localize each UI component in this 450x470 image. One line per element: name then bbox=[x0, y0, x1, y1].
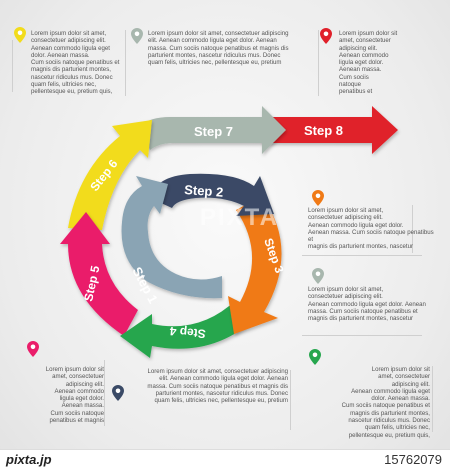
map-pin-icon bbox=[112, 385, 124, 401]
note-line: parturient montes, nascetur ridiculus mu… bbox=[155, 389, 288, 397]
note-text-block: Lorem ipsum dolor sit amet, consectetuer… bbox=[318, 366, 430, 439]
note-line: consectetuer adipiscing elit. bbox=[31, 37, 106, 45]
note-divider bbox=[12, 40, 13, 92]
map-pin-icon bbox=[27, 341, 39, 357]
note-line: pellentesque eu, pretium quis, bbox=[31, 88, 113, 96]
footer-bar: pixta.jp 15762079 bbox=[0, 449, 450, 470]
note-line: dolor. Aenean massa. bbox=[371, 395, 430, 403]
note-divider bbox=[290, 370, 291, 430]
note-text-block: Lorem ipsum dolor sit amet, consectetuer… bbox=[308, 286, 436, 322]
note-divider bbox=[104, 360, 105, 426]
note-line: quam felis, ultricies nec, bbox=[364, 424, 430, 432]
note-line: elit. Aenean commodo ligula eget dolor. … bbox=[148, 37, 277, 45]
map-pin-icon bbox=[312, 190, 324, 206]
note-text-block: Lorem ipsum dolor sit amet, consectetuer… bbox=[31, 30, 129, 96]
note-line: Cum sociis natoque penatibus et bbox=[31, 59, 120, 67]
note-line: Aenean commodo bbox=[54, 387, 104, 395]
step-5-arrow bbox=[60, 212, 138, 336]
note-divider bbox=[318, 30, 319, 96]
step-8-arrow bbox=[262, 106, 398, 154]
image-id: 15762079 bbox=[384, 452, 442, 467]
step-8-label: Step 8 bbox=[304, 123, 343, 138]
brand-logo: pixta.jp bbox=[6, 452, 52, 467]
note-line: massa. Cum sociis natoque penatibus et m… bbox=[148, 44, 289, 52]
note-text-block: Lorem ipsum dolor sit amet, consectetuer… bbox=[34, 366, 104, 424]
note-line: amet, consectetuer bbox=[339, 37, 391, 45]
note-line: adipiscing elit. bbox=[339, 44, 378, 52]
note-line: consectetuer adipiscing elit. bbox=[308, 214, 383, 222]
note-line: Lorem ipsum dolor sit amet, bbox=[308, 286, 384, 293]
note-line: Aenean commodo ligula eget dolor. bbox=[308, 221, 404, 229]
map-pin-icon bbox=[320, 28, 332, 44]
note-line: quam felis, ultricies nec, bbox=[31, 81, 97, 89]
note-line: penatibus et bbox=[339, 88, 373, 96]
step-2-label: Step 2 bbox=[184, 182, 224, 200]
step-7-arrow bbox=[140, 106, 286, 154]
note-line: Lorem ipsum dolor sit amet, consectetuer… bbox=[148, 30, 289, 37]
note-divider bbox=[302, 255, 422, 256]
note-line: Lorem ipsum dolor sit bbox=[45, 366, 104, 373]
map-pin-icon bbox=[309, 349, 321, 365]
note-line: amet, consectetuer bbox=[378, 373, 430, 381]
note-line: Lorem ipsum dolor sit amet, bbox=[308, 207, 384, 214]
note-line: penatibus et magnis bbox=[49, 417, 104, 425]
note-line: magnis dis parturient montes, bbox=[31, 66, 111, 74]
note-divider bbox=[412, 205, 413, 253]
note-line: magnis dis parturient montes, nascetur bbox=[308, 243, 413, 251]
note-line: Lorem ipsum dolor sit bbox=[339, 30, 398, 37]
step-2-arrow bbox=[150, 173, 274, 216]
note-divider bbox=[125, 30, 126, 96]
note-line: adipiscing elit. bbox=[391, 380, 430, 388]
note-text-block: Lorem ipsum dolor sit amet, consectetuer… bbox=[308, 207, 436, 251]
note-line: Lorem ipsum dolor sit amet, consectetuer… bbox=[147, 368, 288, 375]
note-line: massa. Cum sociis natoque penatibus et m… bbox=[147, 382, 288, 390]
note-line: Lorem ipsum dolor sit bbox=[371, 366, 430, 373]
step-4-arrow bbox=[120, 300, 256, 358]
note-divider bbox=[432, 366, 433, 432]
watermark: PIXTA bbox=[200, 204, 279, 231]
note-line: natoque bbox=[339, 81, 362, 89]
note-line: Cum sociis natoque bbox=[50, 409, 104, 417]
note-line: nascetur ridiculus mus. Donec bbox=[348, 417, 430, 425]
note-line: ligula eget dolor. bbox=[339, 59, 384, 67]
note-line: Aenean massa. Cum sociis natoque penatib… bbox=[308, 228, 434, 244]
note-line: massa. Cum sociis natoque penatibus et bbox=[308, 307, 418, 315]
step-6-arrow bbox=[68, 120, 152, 230]
note-line: Cum sociis bbox=[339, 73, 369, 81]
note-line: Aenean massa. bbox=[61, 402, 104, 410]
step-4-label: Step 4 bbox=[169, 324, 206, 341]
note-line: magnis dis parturient montes, nascetur bbox=[308, 315, 413, 323]
note-line: Aenean massa. bbox=[339, 66, 382, 74]
note-text-block: Lorem ipsum dolor sit amet, consectetuer… bbox=[122, 368, 288, 404]
note-line: quam felis, ultricies nec, pellentesque … bbox=[154, 397, 288, 405]
note-line: amet, consectetuer bbox=[52, 373, 104, 381]
note-line: Lorem ipsum dolor sit amet, bbox=[31, 30, 107, 37]
note-text-block: Lorem ipsum dolor sit amet, consectetuer… bbox=[148, 30, 316, 66]
note-line: consectetuer adipiscing elit. bbox=[308, 293, 383, 301]
note-line: nascetur ridiculus mus. Donec bbox=[31, 73, 113, 81]
note-text-block: Lorem ipsum dolor sit amet, consectetuer… bbox=[339, 30, 429, 96]
step-7-label: Step 7 bbox=[194, 124, 233, 139]
note-line: parturient montes, nascetur ridiculus mu… bbox=[148, 51, 281, 59]
note-line: elit. Aenean commodo ligula eget dolor. … bbox=[159, 375, 288, 383]
note-line: ligula eget dolor. bbox=[59, 395, 104, 403]
step-1-arrow bbox=[121, 176, 222, 299]
note-line: Aenean commodo bbox=[339, 51, 389, 59]
note-line: Aenean commodo ligula eget bbox=[351, 387, 430, 395]
map-pin-icon bbox=[312, 268, 324, 284]
note-line: adipiscing elit. bbox=[65, 380, 104, 388]
note-line: Cum sociis natoque penatibus et bbox=[341, 402, 430, 410]
step-3-arrow bbox=[228, 196, 282, 334]
step-cycle-diagram: Step 1 Step 2 Step 3 Step 4 Step 5 Step … bbox=[60, 106, 398, 358]
note-line: quam felis, ultricies nec, pellentesque … bbox=[148, 59, 282, 67]
note-line: Aenean commodo ligula eget dolor. Aenean bbox=[308, 300, 426, 308]
note-line: dolor. Aenean massa. bbox=[31, 51, 90, 59]
note-line: pellentesque eu, pretium quis, bbox=[348, 431, 430, 439]
map-pin-icon bbox=[14, 27, 26, 43]
note-line: magnis dis parturient montes, bbox=[350, 409, 430, 417]
note-divider bbox=[302, 335, 422, 336]
map-pin-icon bbox=[131, 28, 143, 44]
note-line: Aenean commodo ligula eget bbox=[31, 44, 110, 52]
